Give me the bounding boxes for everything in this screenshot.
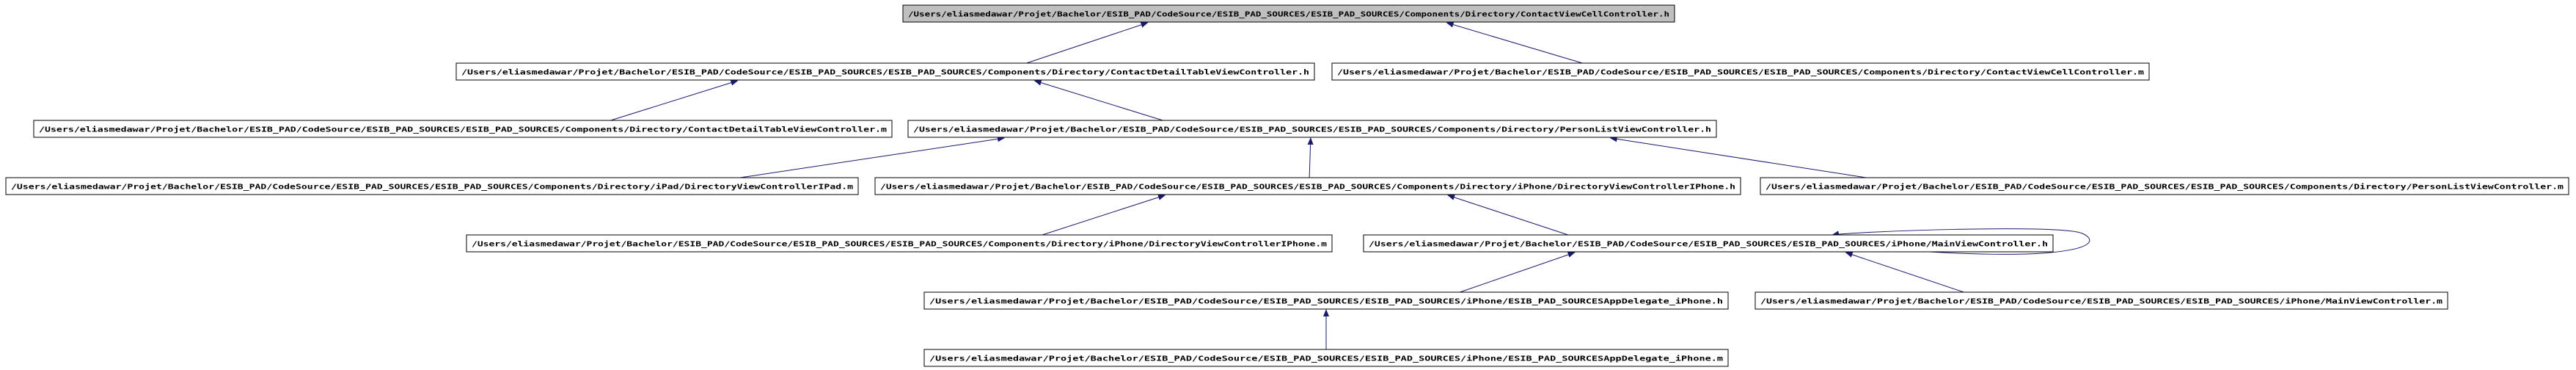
graph-node[interactable]: /Users/eliasmedawar/Projet/Bachelor/ESIB… xyxy=(1760,177,2569,195)
node-box xyxy=(907,120,1717,138)
graph-node[interactable]: /Users/eliasmedawar/Projet/Bachelor/ESIB… xyxy=(466,234,1333,253)
graph-node[interactable]: /Users/eliasmedawar/Projet/Bachelor/ESIB… xyxy=(923,349,1729,367)
include-edge xyxy=(1460,252,1576,293)
node-label: /Users/eliasmedawar/Projet/Bachelor/ESIB… xyxy=(1337,68,2144,77)
node-label: /Users/eliasmedawar/Projet/Bachelor/ESIB… xyxy=(1765,183,2564,192)
node-label: /Users/eliasmedawar/Projet/Bachelor/ESIB… xyxy=(1760,297,2443,306)
node-box xyxy=(1363,234,2054,253)
node-box xyxy=(874,177,1741,195)
graph-nodes: /Users/eliasmedawar/Projet/Bachelor/ESIB… xyxy=(5,4,2569,367)
graph-node[interactable]: /Users/eliasmedawar/Projet/Bachelor/ESIB… xyxy=(1363,234,2054,253)
graph-node[interactable]: /Users/eliasmedawar/Projet/Bachelor/ESIB… xyxy=(1754,291,2448,310)
include-edge xyxy=(1026,22,1149,64)
graph-node[interactable]: /Users/eliasmedawar/Projet/Bachelor/ESIB… xyxy=(455,62,1315,81)
include-edge xyxy=(1845,252,1964,293)
node-label: /Users/eliasmedawar/Projet/Bachelor/ESIB… xyxy=(908,10,1669,19)
node-box xyxy=(33,120,893,138)
node-box xyxy=(923,291,1729,310)
node-label: /Users/eliasmedawar/Projet/Bachelor/ESIB… xyxy=(929,355,1723,363)
include-edge xyxy=(1447,195,1569,236)
include-edge xyxy=(1609,136,1867,178)
node-box xyxy=(466,234,1333,253)
node-label: /Users/eliasmedawar/Projet/Bachelor/ESIB… xyxy=(880,183,1735,192)
node-label: /Users/eliasmedawar/Projet/Bachelor/ESIB… xyxy=(11,183,853,192)
node-box xyxy=(1331,62,2150,81)
include-edge xyxy=(1307,137,1314,178)
node-label: /Users/eliasmedawar/Projet/Bachelor/ESIB… xyxy=(461,68,1309,77)
node-label: /Users/eliasmedawar/Projet/Bachelor/ESIB… xyxy=(913,126,1711,134)
node-box xyxy=(5,177,859,195)
graph-node-root[interactable]: /Users/eliasmedawar/Projet/Bachelor/ESIB… xyxy=(902,4,1675,23)
include-edge xyxy=(610,79,739,121)
include-edge xyxy=(1446,21,1583,64)
include-edge xyxy=(1042,194,1166,236)
node-box xyxy=(1760,177,2569,195)
node-box xyxy=(455,62,1315,81)
graph-edges xyxy=(610,21,2090,349)
node-label: /Users/eliasmedawar/Projet/Bachelor/ESIB… xyxy=(929,297,1723,306)
include-edge xyxy=(739,136,1005,178)
self-loop-edge xyxy=(1832,228,2090,255)
graph-node[interactable]: /Users/eliasmedawar/Projet/Bachelor/ESIB… xyxy=(874,177,1741,195)
graph-node[interactable]: /Users/eliasmedawar/Projet/Bachelor/ESIB… xyxy=(33,120,893,138)
node-label: /Users/eliasmedawar/Projet/Bachelor/ESIB… xyxy=(472,240,1327,249)
node-label: /Users/eliasmedawar/Projet/Bachelor/ESIB… xyxy=(39,126,887,134)
graph-node[interactable]: /Users/eliasmedawar/Projet/Bachelor/ESIB… xyxy=(1331,62,2150,81)
node-box xyxy=(923,349,1729,367)
include-edge xyxy=(1033,79,1163,121)
graph-node[interactable]: /Users/eliasmedawar/Projet/Bachelor/ESIB… xyxy=(923,291,1729,310)
node-box xyxy=(902,4,1675,23)
node-box xyxy=(1754,291,2448,310)
graph-node[interactable]: /Users/eliasmedawar/Projet/Bachelor/ESIB… xyxy=(907,120,1717,138)
graph-node[interactable]: /Users/eliasmedawar/Projet/Bachelor/ESIB… xyxy=(5,177,859,195)
node-label: /Users/eliasmedawar/Projet/Bachelor/ESIB… xyxy=(1369,240,2048,249)
